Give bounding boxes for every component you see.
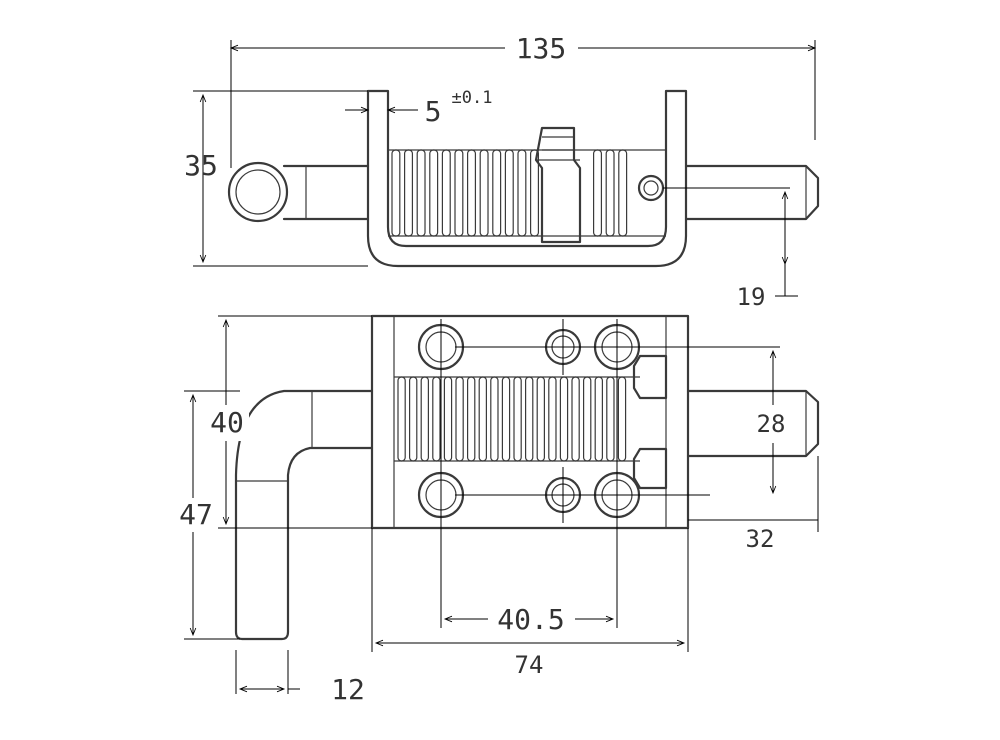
l-handle: [234, 389, 374, 641]
dim-overall-height: 35: [184, 149, 218, 182]
spring-coil: [404, 149, 414, 237]
dim-slot-tolerance: ±0.1: [452, 88, 493, 108]
spring-coil: [479, 149, 489, 237]
spring-coil: [571, 376, 580, 462]
front-spring: [397, 376, 627, 462]
spring-coil: [454, 149, 464, 237]
dim-handle-drop: 47: [179, 498, 213, 531]
spring-coil: [536, 376, 545, 462]
spring-coil: [391, 149, 401, 237]
spring-coil: [617, 376, 627, 462]
spring-coil: [416, 149, 426, 237]
dim-pin-projection: 32: [746, 525, 775, 553]
spring-coil: [594, 376, 603, 462]
center-knob: [534, 126, 582, 244]
spring-coil: [501, 376, 511, 462]
spring-coil: [467, 149, 477, 237]
front-right-pin: [686, 389, 820, 458]
spring-coil: [517, 149, 527, 237]
dim-total-length: 135: [516, 32, 567, 65]
spring-coil: [443, 376, 453, 462]
dim-plate-height: 40: [210, 406, 244, 439]
spring-coil: [504, 149, 514, 237]
spring-coil: [548, 376, 557, 462]
dim-plate-width: 74: [515, 651, 544, 679]
mounting-plate: [370, 314, 690, 530]
dim-slot-width: 5: [425, 95, 442, 128]
dim-handle-diameter: 12: [331, 673, 365, 706]
spring-coil: [592, 149, 603, 237]
spring-coil: [618, 149, 628, 237]
latch-blocks: [632, 354, 668, 490]
u-bracket: [366, 89, 688, 268]
spring-coil: [409, 376, 418, 462]
top-spring: [391, 149, 628, 237]
left-rod: [282, 164, 370, 221]
spring-coil: [420, 376, 429, 462]
spring-coil: [513, 376, 522, 462]
spring-coil: [397, 376, 406, 462]
spring-coil: [605, 149, 615, 237]
spring-coil: [467, 376, 476, 462]
spring-coil: [429, 149, 439, 237]
spring-coil: [582, 376, 592, 462]
spring-coil: [478, 376, 487, 462]
spring-coil: [606, 376, 615, 462]
pull-ring: [227, 161, 289, 223]
front-view: 40 47 28 32 40.5 74 12: [175, 314, 820, 706]
spring-coil: [441, 149, 451, 237]
spring-coil: [524, 376, 534, 462]
top-view: 135 35 5 ±0.1 19: [184, 32, 820, 311]
spring-coil: [559, 376, 569, 462]
spring-coil: [432, 376, 441, 462]
spring-coil: [490, 376, 499, 462]
dim-hole-spacing-vertical: 28: [757, 410, 786, 438]
spring-coil: [455, 376, 464, 462]
dim-pin-offset: 19: [737, 283, 766, 311]
dim-hole-spacing-horizontal: 40.5: [497, 603, 564, 636]
spring-coil: [492, 149, 502, 237]
